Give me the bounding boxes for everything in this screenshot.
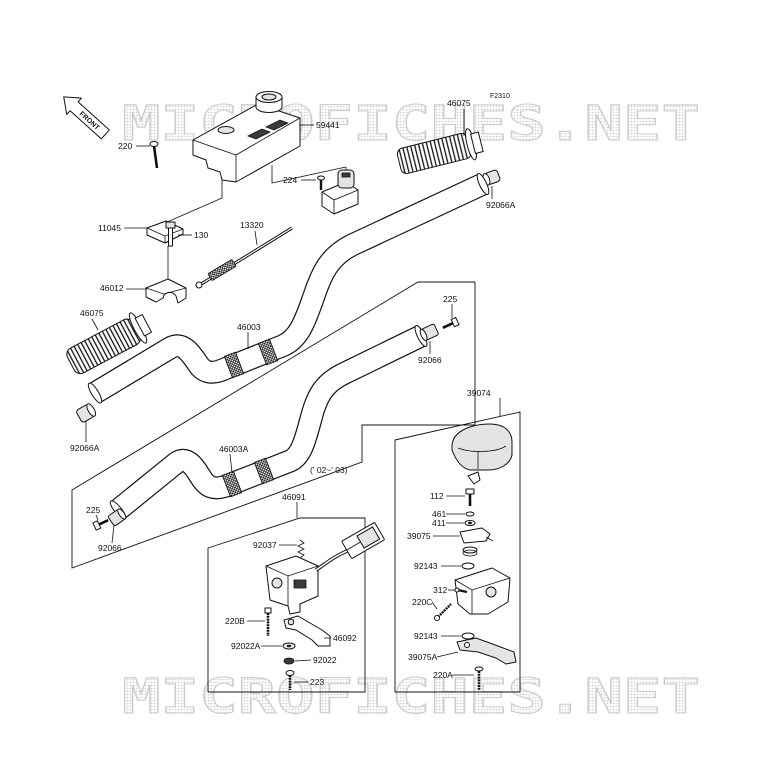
- switch-screw: [317, 175, 325, 190]
- callout-washer-92022: 92022: [313, 655, 337, 665]
- year-note: (' 02~' 03): [310, 465, 348, 475]
- washer-92022a: [282, 642, 296, 650]
- screw-223: [285, 670, 295, 690]
- callout-handlebar-alt: 46003A: [219, 444, 249, 454]
- callout-end-cap-left: 92066A: [70, 443, 100, 453]
- clamp-base: [146, 220, 184, 244]
- lever-46092: [283, 615, 331, 647]
- screw-220c: [434, 603, 452, 621]
- callout-lever-39075a: 39075A: [408, 652, 438, 662]
- washer-461: [465, 511, 475, 517]
- clamp-bolt: [165, 221, 176, 247]
- callout-spring-92037: 92037: [253, 540, 277, 550]
- frame-handlebar-alt: [71, 281, 476, 569]
- screw-220a: [474, 666, 484, 690]
- callout-throttle-cable: 13320: [240, 220, 264, 230]
- washer-92143-upper: [461, 562, 475, 570]
- callout-lever-39075: 39075: [407, 531, 431, 541]
- switch-wire: [315, 549, 348, 572]
- handlebar: [87, 172, 490, 404]
- washer-92022: [283, 657, 295, 665]
- washer-411: [464, 520, 476, 526]
- bolt-112: [465, 488, 475, 506]
- callout-end-cap-right: 92066A: [486, 200, 516, 210]
- bolt-upper: [442, 316, 460, 329]
- end-cap-right: [482, 169, 501, 186]
- callout-screw-312: 312: [433, 585, 447, 595]
- callout-bolt-lower: 225: [86, 505, 100, 515]
- lever-39075: [459, 527, 494, 544]
- callout-clamp-upper: 46012: [100, 283, 124, 293]
- callout-screw-220c: 220C: [412, 597, 432, 607]
- callout-cover-screw: 220: [118, 141, 132, 151]
- washer-92143-lower: [461, 632, 475, 640]
- frame-switch-assy: [207, 517, 366, 693]
- figure-code: F2310: [490, 93, 510, 100]
- weight-lower: [107, 508, 127, 527]
- front-arrow-icon: FRONT: [63, 96, 110, 140]
- throttle-cable: [195, 226, 293, 289]
- screw-220b: [264, 607, 272, 636]
- callout-grip-left: 46075: [80, 308, 104, 318]
- callout-weight-upper: 92066: [418, 355, 442, 365]
- throttle-housing: [454, 567, 511, 615]
- callout-clamp-base: 11045: [98, 223, 121, 233]
- grip-left: [66, 312, 153, 375]
- handlebar-cover: [192, 91, 301, 183]
- callout-throttle-case: 39074: [467, 388, 491, 398]
- kill-switch: [321, 169, 359, 215]
- end-cap-left: [76, 403, 97, 423]
- callout-washer-461: 461: [432, 509, 446, 519]
- throttle-case-cover: [451, 423, 513, 471]
- frame-throttle-case: [394, 411, 521, 693]
- throttle-stopper: [467, 471, 481, 485]
- return-spring: [462, 546, 478, 557]
- cover-bracket-line: [157, 180, 223, 227]
- spring-92037: [297, 539, 305, 559]
- switch-connector: [341, 522, 385, 559]
- callout-cover: 59441: [316, 120, 340, 130]
- callout-bolt-112: 112: [430, 491, 444, 501]
- callout-washer-92143-lower: 92143: [414, 631, 438, 641]
- callout-lever-46092: 46092: [333, 633, 357, 643]
- callout-clamp-bolt: 130: [194, 230, 208, 240]
- callout-screw-220a: 220A: [433, 670, 453, 680]
- callout-switch-screw: 224: [283, 175, 297, 185]
- cover-screw: [149, 141, 159, 169]
- leader-lines: [85, 109, 501, 683]
- callout-handlebar: 46003: [237, 322, 261, 332]
- callout-washer-411: 411: [432, 518, 446, 528]
- lever-39075a: [456, 637, 517, 665]
- switch-housing: [265, 555, 319, 615]
- callout-screw-220b: 220B: [225, 616, 245, 626]
- callout-grip-right: 46075: [447, 98, 471, 108]
- callout-bolt-upper: 225: [443, 294, 457, 304]
- callout-washer-92022a: 92022A: [231, 641, 261, 651]
- grip-right: [396, 128, 484, 175]
- callout-weight-lower: 92066: [98, 543, 122, 553]
- clamp-upper: [145, 278, 187, 304]
- watermark-bottom: MICROFICHES.NET: [122, 669, 700, 725]
- callout-switch-assy: 46091: [282, 492, 306, 502]
- callout-screw-223: 223: [310, 677, 324, 687]
- callout-washer-92143-upper: 92143: [414, 561, 438, 571]
- bolt-lower: [92, 519, 109, 531]
- weight-upper: [419, 323, 439, 341]
